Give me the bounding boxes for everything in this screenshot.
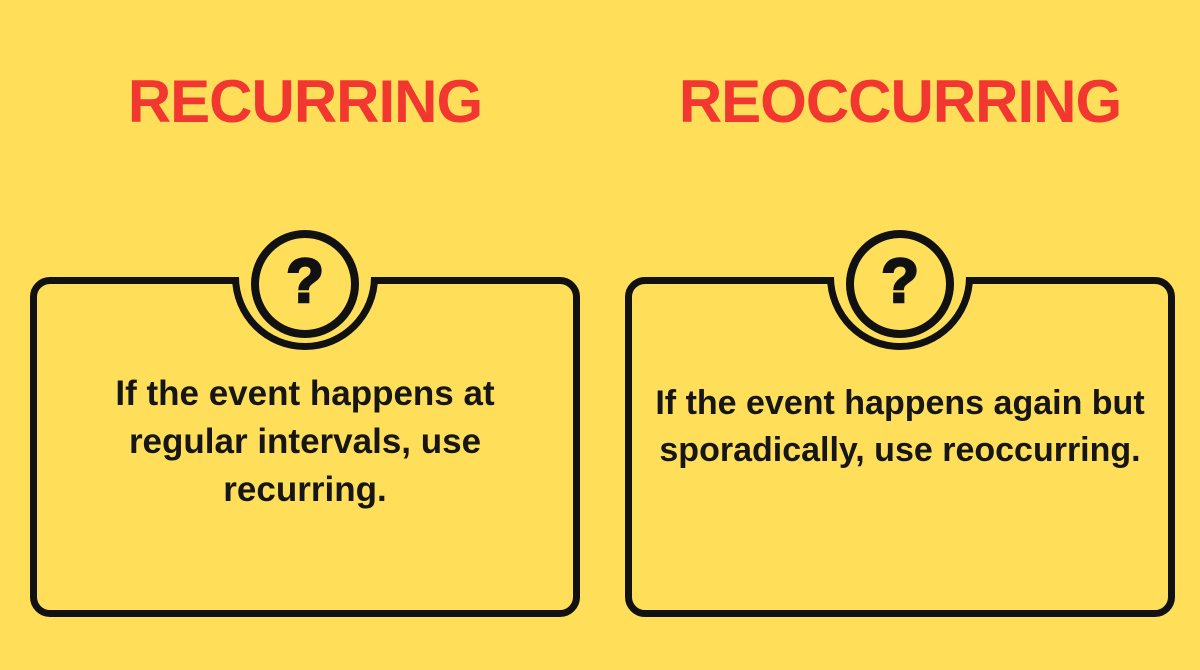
card-reoccurring: ? If the event happens again but sporadi… [625,230,1175,617]
question-mark-glyph: ? [880,247,920,316]
card-text-line: sporadically, use reoccurring. [659,431,1141,469]
card-recurring: ? If the event happens at regular interv… [30,230,580,617]
card-text-line: If the event happens again but [655,384,1145,422]
card-text-recurring: If the event happens at regular interval… [37,284,573,610]
card-text-reoccurring: If the event happens again but sporadica… [632,284,1168,610]
question-mark-icon: ? [846,230,954,338]
heading-recurring: RECURRING [127,68,483,135]
question-mark-glyph: ? [285,247,325,316]
card-text-line: recurring. [223,470,387,509]
heading-reoccurring: REOCCURRING [678,68,1122,135]
card-text-line: regular intervals, use [128,422,482,461]
question-mark-icon: ? [251,230,359,338]
card-text-line: If the event happens at [115,374,495,413]
